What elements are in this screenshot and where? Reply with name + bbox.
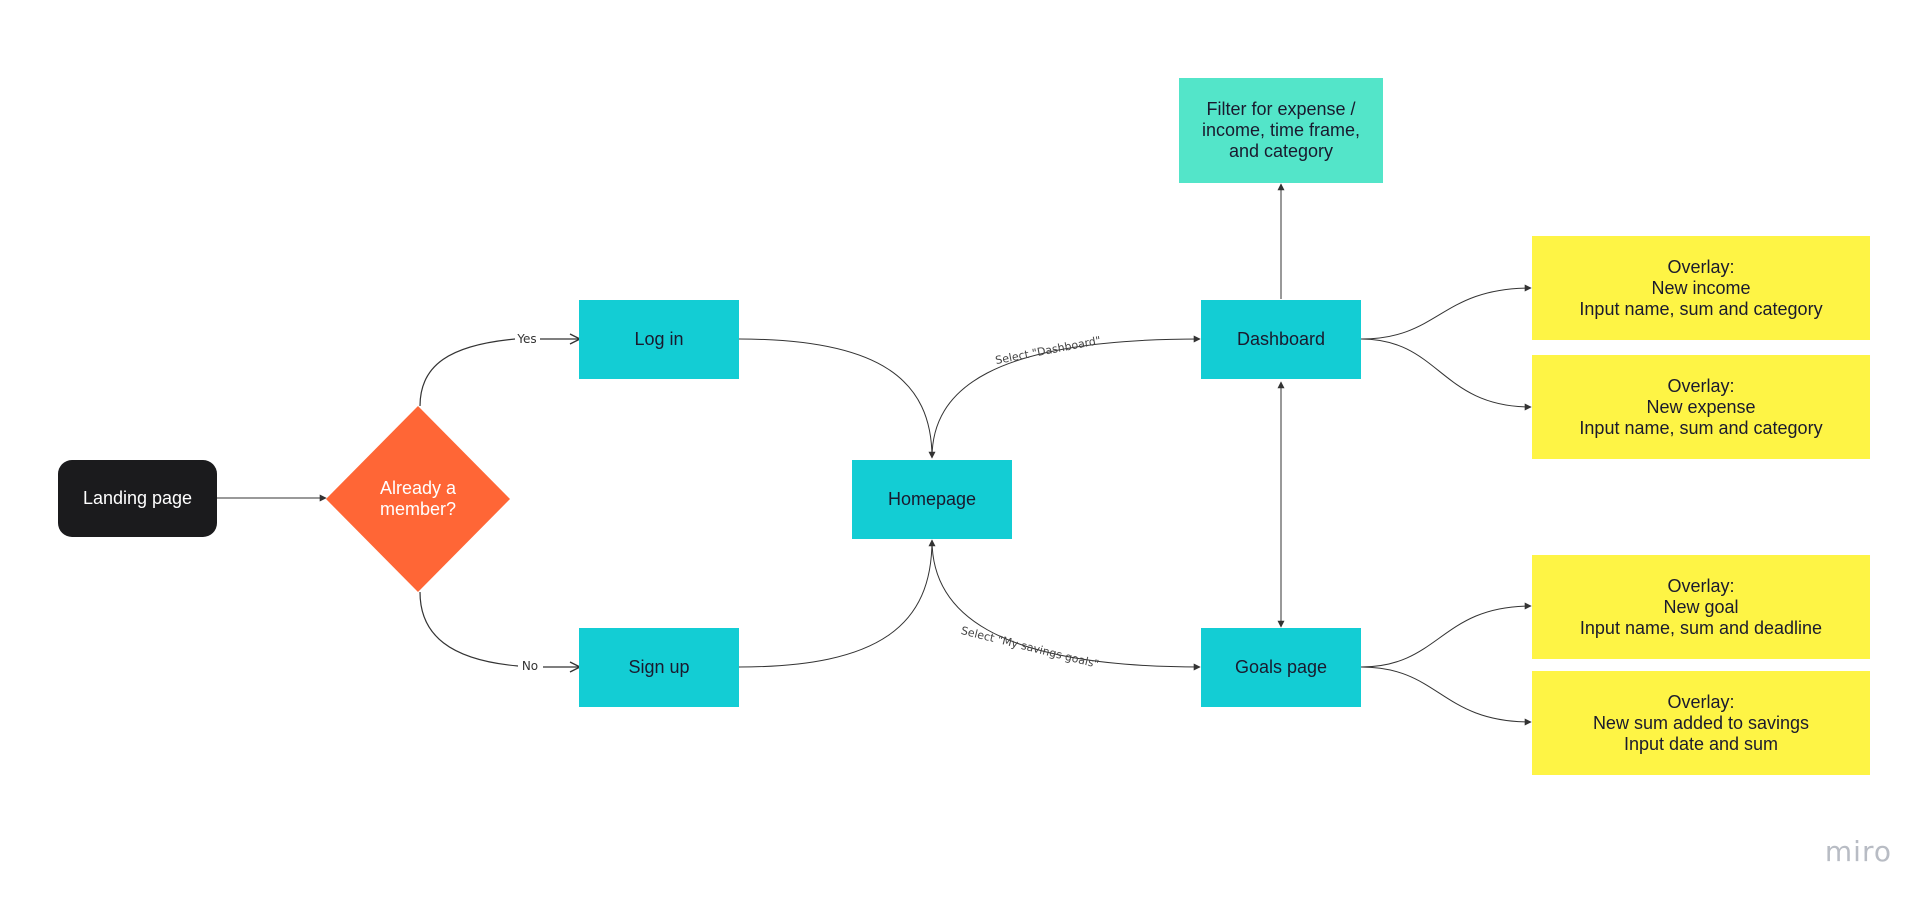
homepage-node[interactable]: Homepage [852, 460, 1012, 539]
edge-dashboard-to-expense [1360, 338, 1532, 411]
edge-decision-to-signup [419, 591, 519, 667]
edge-goals-to-goal [1360, 602, 1532, 668]
dashboard-node[interactable]: Dashboard [1201, 300, 1361, 379]
overlay-new-expense-node[interactable]: Overlay: New expense Input name, sum and… [1532, 355, 1870, 459]
edge-label-select-dashboard: Select "Dashboard" [994, 334, 1102, 367]
filter-label: Filter for expense / income, time frame,… [1201, 99, 1361, 161]
edge-dashboard-to-income [1360, 284, 1532, 340]
edge-homepage-to-goals [931, 539, 1201, 671]
login-label: Log in [634, 329, 684, 349]
landing-page-node[interactable]: Landing page [58, 460, 217, 537]
overlay-new-goal-label: Overlay: New goal Input name, sum and de… [1579, 575, 1823, 638]
edge-label-no: No [522, 659, 538, 673]
edge-label-select-goals: Select "My savings goals" [960, 624, 1100, 671]
edge-login-to-homepage [738, 338, 936, 459]
signup-node[interactable]: Sign up [579, 628, 739, 707]
landing-page-label: Landing page [82, 488, 193, 508]
overlay-new-goal-node[interactable]: Overlay: New goal Input name, sum and de… [1532, 555, 1870, 659]
goals-page-label: Goals page [1234, 657, 1328, 677]
decision-diamond-fill [326, 406, 510, 592]
overlay-new-expense-label: Overlay: New expense Input name, sum and… [1579, 375, 1823, 438]
login-node[interactable]: Log in [579, 300, 739, 379]
overlay-new-savings-node[interactable]: Overlay: New sum added to savings Input … [1532, 671, 1870, 775]
overlay-new-income-label: Overlay: New income Input name, sum and … [1579, 256, 1823, 319]
goals-page-node[interactable]: Goals page [1201, 628, 1361, 707]
signup-label: Sign up [628, 657, 690, 677]
homepage-label: Homepage [887, 489, 977, 509]
miro-watermark: miro [1824, 835, 1892, 868]
decision-label: Already a member? [379, 478, 457, 519]
edge-signup-to-homepage [738, 539, 936, 668]
filter-node[interactable]: Filter for expense / income, time frame,… [1179, 78, 1383, 183]
overlay-new-income-node[interactable]: Overlay: New income Input name, sum and … [1532, 236, 1870, 340]
dashboard-label: Dashboard [1236, 329, 1326, 349]
edge-homepage-to-dashboard [931, 335, 1201, 459]
edge-goals-to-savings [1360, 666, 1532, 726]
edge-label-yes: Yes [516, 332, 536, 346]
overlay-new-savings-label: Overlay: New sum added to savings Input … [1592, 691, 1810, 754]
already-member-decision[interactable]: Already a member? [326, 406, 510, 592]
edge-decision-to-login [419, 338, 516, 407]
decision-diamond-shape [326, 406, 510, 592]
